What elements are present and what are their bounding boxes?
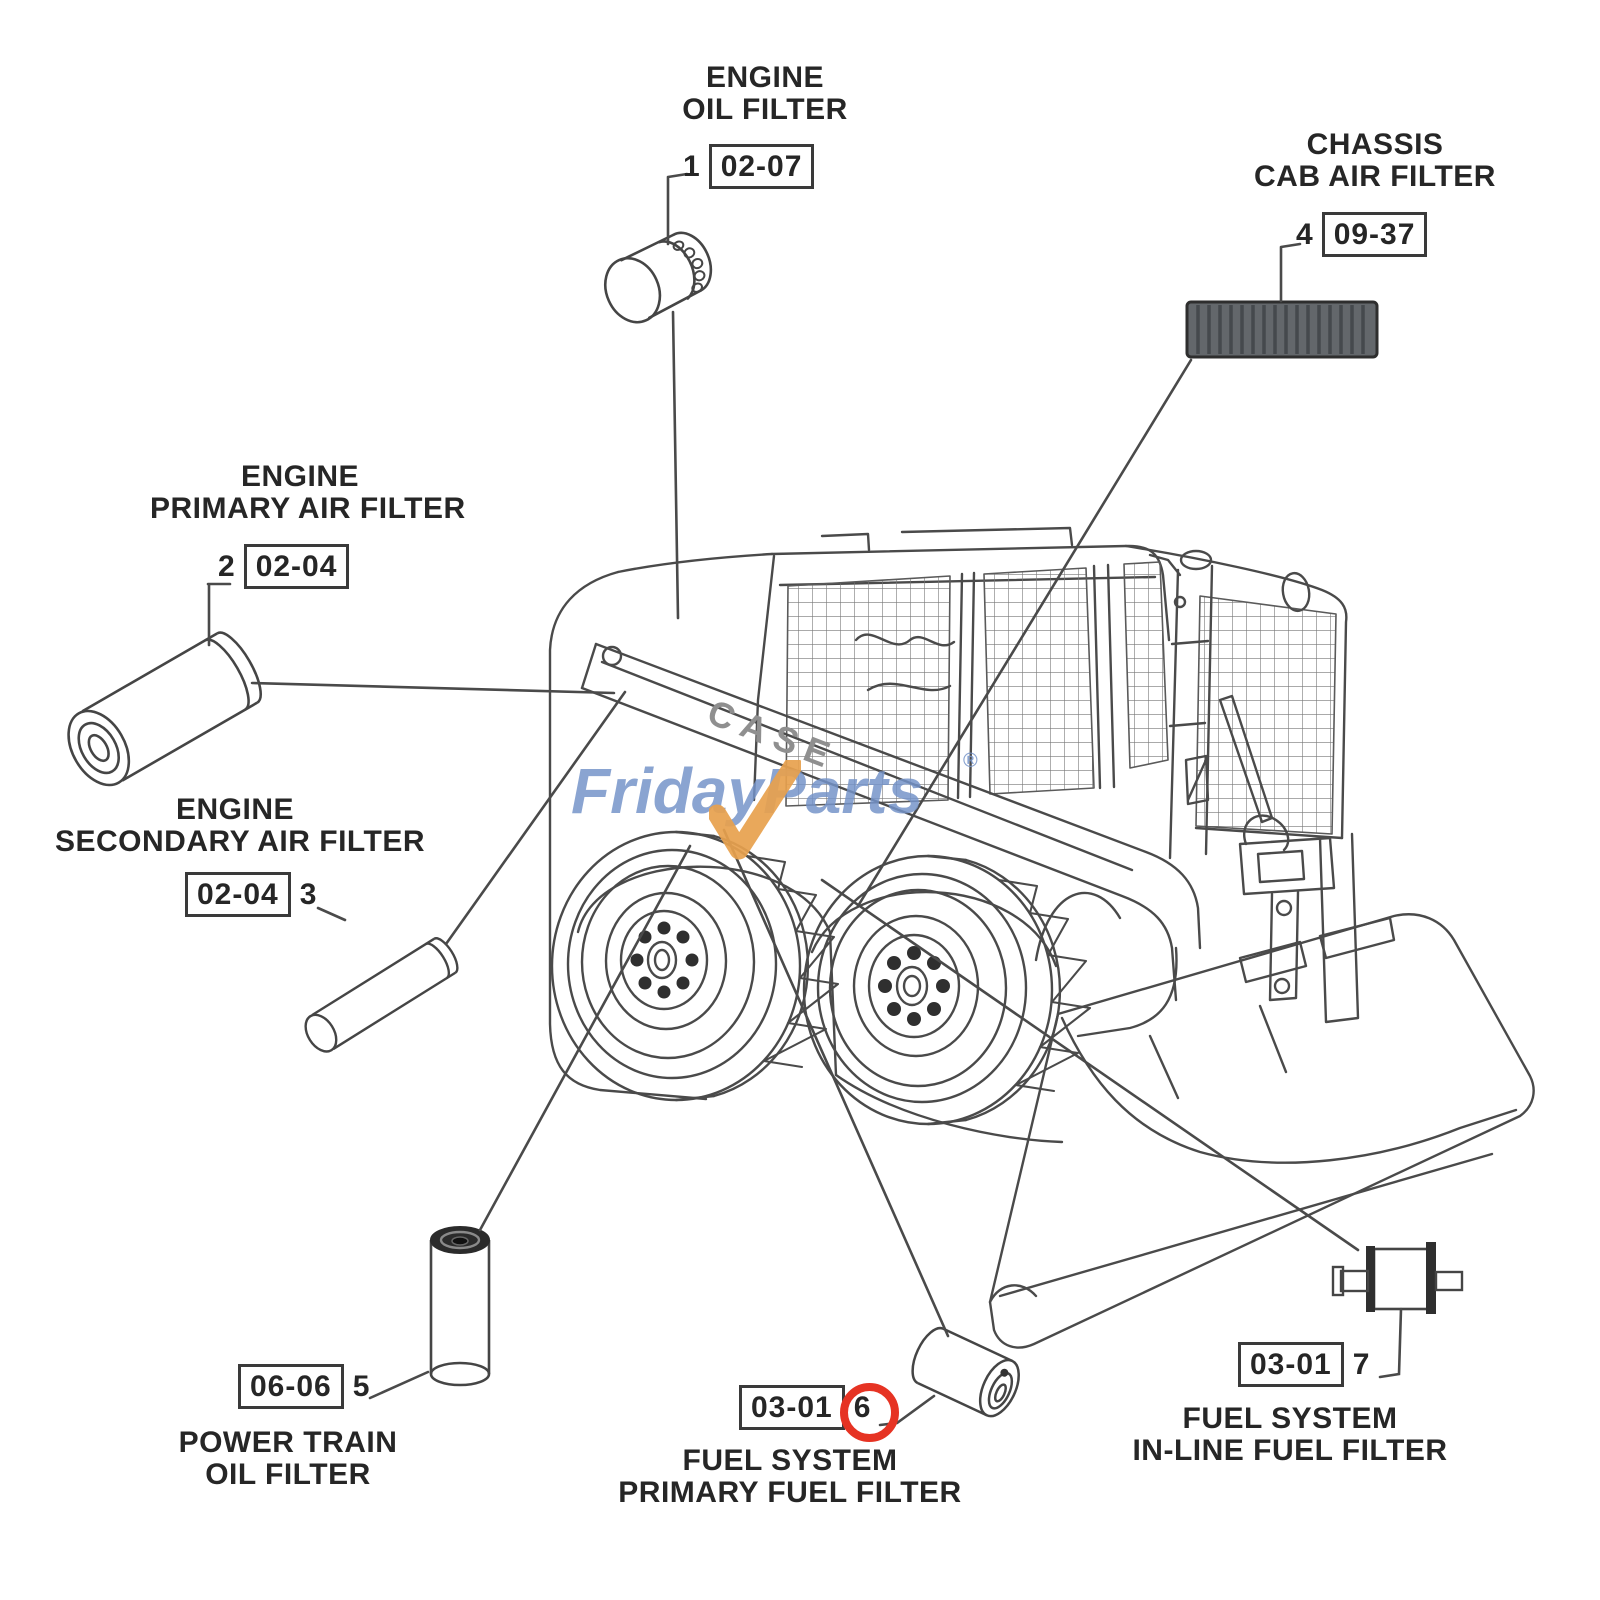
callout-secondary-air-filter-title: ENGINE SECONDARY AIR FILTER [55, 793, 426, 859]
section-ref-box: 03-01 [1238, 1342, 1344, 1387]
skid-steer-drawing [548, 526, 1535, 1349]
leader-primary-air-elbow [206, 582, 232, 647]
right-wheel [802, 854, 1092, 1126]
leader-power-train-elbow [368, 1370, 430, 1400]
part-number: 2 [218, 549, 235, 583]
highlight-circle [840, 1383, 899, 1442]
leader-secondary-air-long [444, 690, 627, 946]
leader-cab-air-elbow [1279, 242, 1302, 303]
power-train-oil-filter-drawing [429, 1226, 491, 1387]
callout-primary-air-filter-ref: 2 02-04 [218, 544, 350, 589]
callout-power-train-filter-title: POWER TRAIN OIL FILTER [178, 1426, 398, 1492]
leader-lines [206, 172, 1403, 1427]
in-line-fuel-filter-drawing [1331, 1242, 1464, 1314]
part-number: 7 [1352, 1347, 1370, 1381]
leader-primary-air-long [250, 681, 616, 695]
leader-primary-fuel-long [722, 828, 950, 1338]
leader-in-line-fuel-long [820, 878, 1360, 1252]
leader-power-train-long [478, 844, 692, 1232]
watermark: FridayParts ® [571, 748, 1041, 860]
leader-in-line-fuel-elbow [1378, 1307, 1403, 1379]
section-ref-box: 06-06 [238, 1364, 344, 1409]
callout-cab-air-filter-title: CHASSIS CAB AIR FILTER [1254, 128, 1496, 194]
part-number: 1 [683, 149, 700, 183]
section-ref-box: 02-04 [185, 872, 291, 917]
engine-oil-filter-drawing [604, 231, 713, 324]
callout-in-line-fuel-filter-title: FUEL SYSTEM IN-LINE FUEL FILTER [1132, 1402, 1448, 1468]
watermark-registered-mark: ® [963, 750, 978, 772]
callout-power-train-filter-ref: 06-06 5 [238, 1364, 369, 1409]
engine-secondary-air-filter-drawing [304, 937, 459, 1053]
callout-secondary-air-filter-ref: 02-04 3 [185, 872, 316, 917]
leader-oil-filter-elbow [666, 172, 689, 246]
leader-secondary-air-elbow [316, 906, 347, 922]
watermark-text: FridayParts [571, 755, 924, 827]
primary-fuel-filter-drawing [911, 1326, 1020, 1418]
callout-primary-fuel-filter-title: FUEL SYSTEM PRIMARY FUEL FILTER [618, 1444, 962, 1510]
callout-primary-air-filter-title: ENGINE PRIMARY AIR FILTER [150, 460, 466, 526]
callout-engine-oil-filter-title: ENGINE OIL FILTER [682, 61, 848, 127]
callout-engine-oil-filter-ref: 1 02-07 [683, 144, 815, 189]
watermark-check-icon [709, 760, 801, 860]
part-number: 4 [1296, 217, 1313, 251]
section-ref-box: 09-37 [1321, 212, 1428, 257]
part-number: 5 [352, 1369, 370, 1403]
leader-cab-air-long [856, 358, 1193, 908]
section-ref-box: 02-04 [243, 544, 350, 589]
section-ref-box: 03-01 [739, 1385, 845, 1430]
part-number: 3 [299, 877, 317, 911]
cab-air-filter-drawing [1185, 300, 1379, 359]
bucket [988, 913, 1535, 1349]
leader-oil-filter-long [671, 310, 680, 620]
callout-in-line-fuel-filter-ref: 03-01 7 [1238, 1342, 1369, 1387]
callout-cab-air-filter-ref: 4 09-37 [1296, 212, 1428, 257]
engine-primary-air-filter-drawing [67, 631, 262, 787]
section-ref-box: 02-07 [708, 144, 815, 189]
left-wheel [550, 830, 840, 1102]
